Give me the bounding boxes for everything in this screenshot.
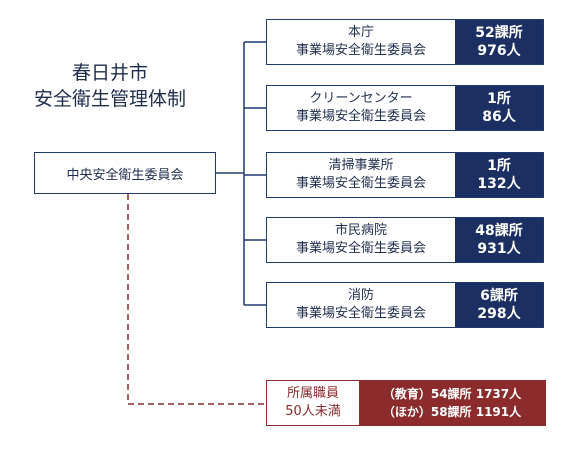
site-committee: 事業場安全衛生委員会 (295, 43, 426, 58)
site-name: クリーンセンター (309, 91, 413, 106)
site-units: 6課所 (480, 288, 518, 304)
small-sites-other: （ほか）58課所 1191人 (382, 405, 522, 419)
title-line-city: 春日井市 (71, 62, 148, 84)
small-sites-label-line2: 50人未満 (285, 404, 341, 419)
site-committee: 事業場安全衛生委員会 (295, 109, 426, 124)
site-box-cleaning-office: 清掃事業所 事業場安全衛生委員会 1所 132人 (266, 152, 544, 198)
site-units: 52課所 (475, 25, 523, 41)
site-units: 1所 (487, 91, 511, 107)
site-name: 市民病院 (334, 223, 387, 238)
site-box-clean-center: クリーンセンター 事業場安全衛生委員会 1所 86人 (266, 85, 544, 131)
site-stats: 52課所 976人 (455, 20, 543, 64)
site-box-city-hospital: 市民病院 事業場安全衛生委員会 48課所 931人 (266, 217, 544, 263)
diagram-title: 春日井市 安全衛生管理体制 (20, 60, 200, 112)
site-stats: 6課所 298人 (455, 283, 543, 327)
site-units: 1所 (487, 158, 511, 174)
site-stats: 1所 132人 (455, 153, 543, 197)
title-line-system: 安全衛生管理体制 (33, 88, 186, 110)
site-staff: 931人 (477, 241, 521, 257)
site-staff: 132人 (477, 176, 521, 192)
site-committee: 事業場安全衛生委員会 (295, 176, 426, 191)
central-committee-label: 中央安全衛生委員会 (66, 167, 184, 183)
site-committee: 事業場安全衛生委員会 (295, 306, 426, 321)
small-sites-education: （教育）54課所 1737人 (382, 387, 522, 401)
small-sites-label: 所属職員 50人未満 (267, 381, 359, 425)
site-label: クリーンセンター 事業場安全衛生委員会 (267, 86, 455, 130)
site-label: 清掃事業所 事業場安全衛生委員会 (267, 153, 455, 197)
site-label: 市民病院 事業場安全衛生委員会 (267, 218, 455, 262)
site-name: 消防 (347, 288, 374, 303)
site-committee: 事業場安全衛生委員会 (295, 241, 426, 256)
site-staff: 86人 (482, 109, 516, 125)
site-name: 清掃事業所 (328, 158, 394, 173)
central-committee-box: 中央安全衛生委員会 (34, 152, 216, 194)
connector-dashed-small-sites (127, 194, 266, 405)
small-sites-stats: （教育）54課所 1737人 （ほか）58課所 1191人 (359, 381, 545, 425)
site-box-fire-department: 消防 事業場安全衛生委員会 6課所 298人 (266, 282, 544, 328)
site-staff: 298人 (477, 306, 521, 322)
site-staff: 976人 (477, 43, 521, 59)
site-stats: 1所 86人 (455, 86, 543, 130)
small-sites-label-line1: 所属職員 (286, 386, 339, 401)
site-label: 消防 事業場安全衛生委員会 (267, 283, 455, 327)
site-box-honcho: 本庁 事業場安全衛生委員会 52課所 976人 (266, 19, 544, 65)
site-stats: 48課所 931人 (455, 218, 543, 262)
site-name: 本庁 (347, 25, 374, 40)
small-sites-box: 所属職員 50人未満 （教育）54課所 1737人 （ほか）58課所 1191人 (266, 380, 546, 426)
site-units: 48課所 (475, 223, 523, 239)
site-label: 本庁 事業場安全衛生委員会 (267, 20, 455, 64)
